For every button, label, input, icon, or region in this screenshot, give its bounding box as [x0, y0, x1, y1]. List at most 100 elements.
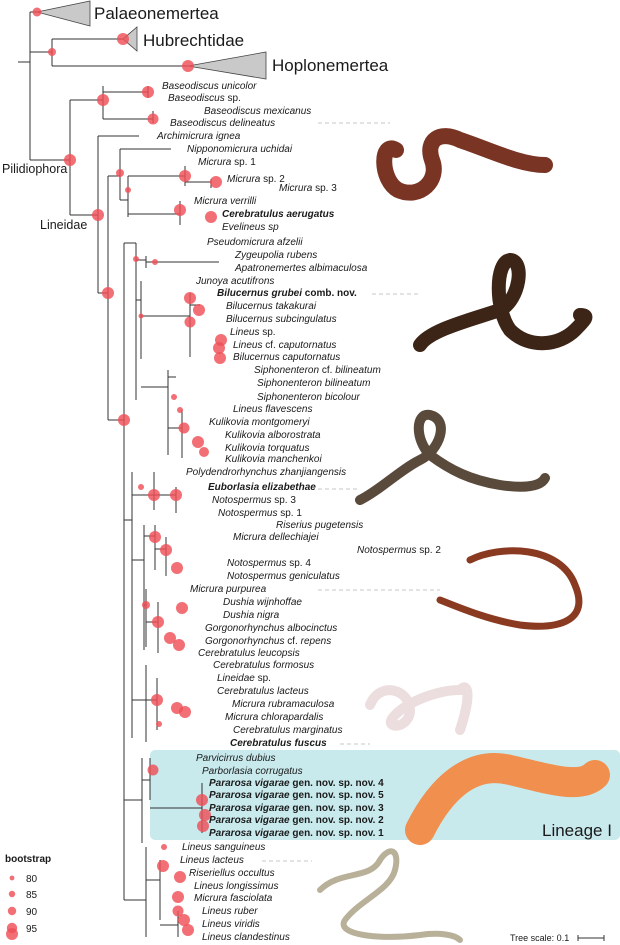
bootstrap-marker [172, 905, 184, 917]
taxon-label: Baseodiscus unicolor [162, 81, 257, 92]
clade-label: Hubrechtidae [143, 31, 244, 50]
legend-marker-85 [8, 890, 16, 898]
bootstrap-marker [118, 414, 130, 426]
bootstrap-marker [173, 639, 185, 651]
bootstrap-marker [138, 313, 144, 319]
taxon-label: Lineus sp. [230, 327, 276, 338]
specimen-photo-pararosa-vigarae [405, 753, 610, 845]
taxon-label: Cerebratulus formosus [213, 660, 314, 671]
bootstrap-marker [177, 407, 183, 413]
taxon-label: Parborlasia corrugatus [202, 766, 303, 777]
taxon-label: Siphonenteron bilineatum [257, 378, 370, 389]
taxon-label: Notospermus sp. 4 [227, 558, 311, 569]
legend-value-95: 95 [26, 924, 38, 935]
bootstrap-marker [125, 187, 131, 193]
taxon-label: Micrura verrilli [194, 196, 257, 207]
bootstrap-marker [170, 489, 182, 501]
bootstrap-marker [117, 33, 129, 45]
bootstrap-marker [156, 721, 162, 727]
bootstrap-marker [142, 601, 150, 609]
taxon-label: Riserius pugetensis [276, 520, 363, 531]
bootstrap-marker [164, 632, 176, 644]
taxon-label: Gorgonorhynchus albocinctus [205, 623, 337, 634]
legend-marker-80 [9, 875, 15, 881]
taxon-label: Pararosa vigarae gen. nov. sp. nov. 3 [209, 803, 384, 814]
bootstrap-marker [171, 562, 183, 574]
specimen-photo-bilucernus-grubei [413, 252, 593, 352]
bootstrap-marker [138, 484, 144, 490]
taxon-label: Notospermus sp. 3 [212, 495, 296, 506]
legend-value-85: 85 [26, 890, 38, 901]
bootstrap-marker [102, 287, 114, 299]
bootstrap-marker [133, 256, 139, 262]
clade-label: Palaeonemertea [94, 4, 219, 23]
lineage-label: Lineage I [542, 821, 612, 840]
bootstrap-marker [157, 860, 169, 872]
specimen-photo-micrura-purpurea [436, 547, 583, 630]
taxon-label: Micrura fasciolata [194, 893, 273, 904]
taxon-label: Notospermus sp. 1 [218, 508, 302, 519]
taxon-label: Siphonenteron cf. bilineatum [254, 365, 381, 376]
taxon-label: Evelineus sp [222, 222, 279, 233]
taxon-label: Cerebratulus leucopsis [198, 648, 300, 659]
clade-label: Hoplonemertea [272, 56, 389, 75]
bootstrap-marker [210, 176, 222, 188]
taxon-label: Lineus cf. caputornatus [233, 340, 336, 351]
taxon-label: Lineus ruber [202, 906, 258, 917]
taxon-label: Lineus lacteus [180, 855, 244, 866]
bootstrap-marker [151, 694, 163, 706]
taxon-label: Micrura purpurea [190, 584, 267, 595]
bootstrap-marker [171, 394, 177, 400]
taxon-label: Baseodiscus delineatus [170, 118, 275, 129]
bootstrap-marker [92, 209, 104, 221]
taxon-label: Dushia wijnhoffae [223, 597, 302, 608]
bootstrap-marker [184, 292, 196, 304]
taxon-label: Micrura chlorapardalis [225, 712, 323, 723]
bootstrap-marker [213, 342, 225, 354]
bootstrap-marker [172, 891, 184, 903]
bootstrap-marker [152, 616, 164, 628]
taxon-label: Lineidae sp. [217, 673, 271, 684]
taxon-label: Kulikovia torquatus [225, 443, 310, 454]
taxon-label: Pararosa vigarae gen. nov. sp. nov. 5 [209, 790, 384, 801]
tree-scale-label: Tree scale: 0.1 [510, 933, 569, 943]
bootstrap-marker [199, 447, 209, 457]
bootstrap-marker [148, 489, 160, 501]
bootstrap-marker [196, 794, 208, 806]
legend-value-90: 90 [26, 907, 38, 918]
bootstrap-marker [179, 170, 191, 182]
taxon-label: Pararosa vigarae gen. nov. sp. nov. 4 [209, 778, 384, 789]
taxon-label: Lineus longissimus [194, 881, 279, 892]
bootstrap-marker [205, 211, 217, 223]
legend-marker-90 [7, 906, 17, 916]
taxon-label: Bilucernus grubei comb. nov. [217, 288, 357, 299]
bootstrap-marker [176, 602, 188, 614]
specimen-photo-lineus [317, 848, 463, 943]
legend-marker-100 [6, 928, 18, 940]
bootstrap-legend: bootstrap 80 85 90 95 [5, 854, 51, 940]
legend-value-80: 80 [26, 874, 38, 885]
bootstrap-marker [142, 86, 154, 98]
specimen-photo-euborlasia [355, 409, 550, 505]
bootstrap-marker [197, 820, 209, 832]
collapsed-clade-triangle [122, 26, 138, 52]
taxon-label: Kulikovia manchenkoi [225, 454, 322, 465]
bootstrap-marker [147, 113, 159, 125]
bootstrap-marker [152, 259, 158, 265]
taxon-label: Pseudomicrura afzelii [207, 237, 303, 248]
node-label-lineidae: Lineidae [40, 218, 87, 232]
taxon-label: Micrura sp. 1 [198, 157, 256, 168]
taxon-label: Bilucernus caputornatus [233, 352, 340, 363]
bootstrap-marker [64, 154, 76, 166]
taxon-label: Notospermus sp. 2 [357, 545, 441, 556]
bootstrap-marker [178, 422, 190, 434]
collapsed-clade-triangle [187, 51, 267, 80]
collapsed-clade-triangle [36, 0, 91, 27]
bootstrap-marker [184, 316, 196, 328]
specimen-photo-bilucernus-cerebratulus [376, 128, 553, 201]
bootstrap-marker [149, 531, 161, 543]
taxon-label: Lineus flavescens [233, 404, 313, 415]
taxon-label: Nipponomicrura uchidai [187, 144, 293, 155]
bootstrap-marker [116, 169, 124, 177]
